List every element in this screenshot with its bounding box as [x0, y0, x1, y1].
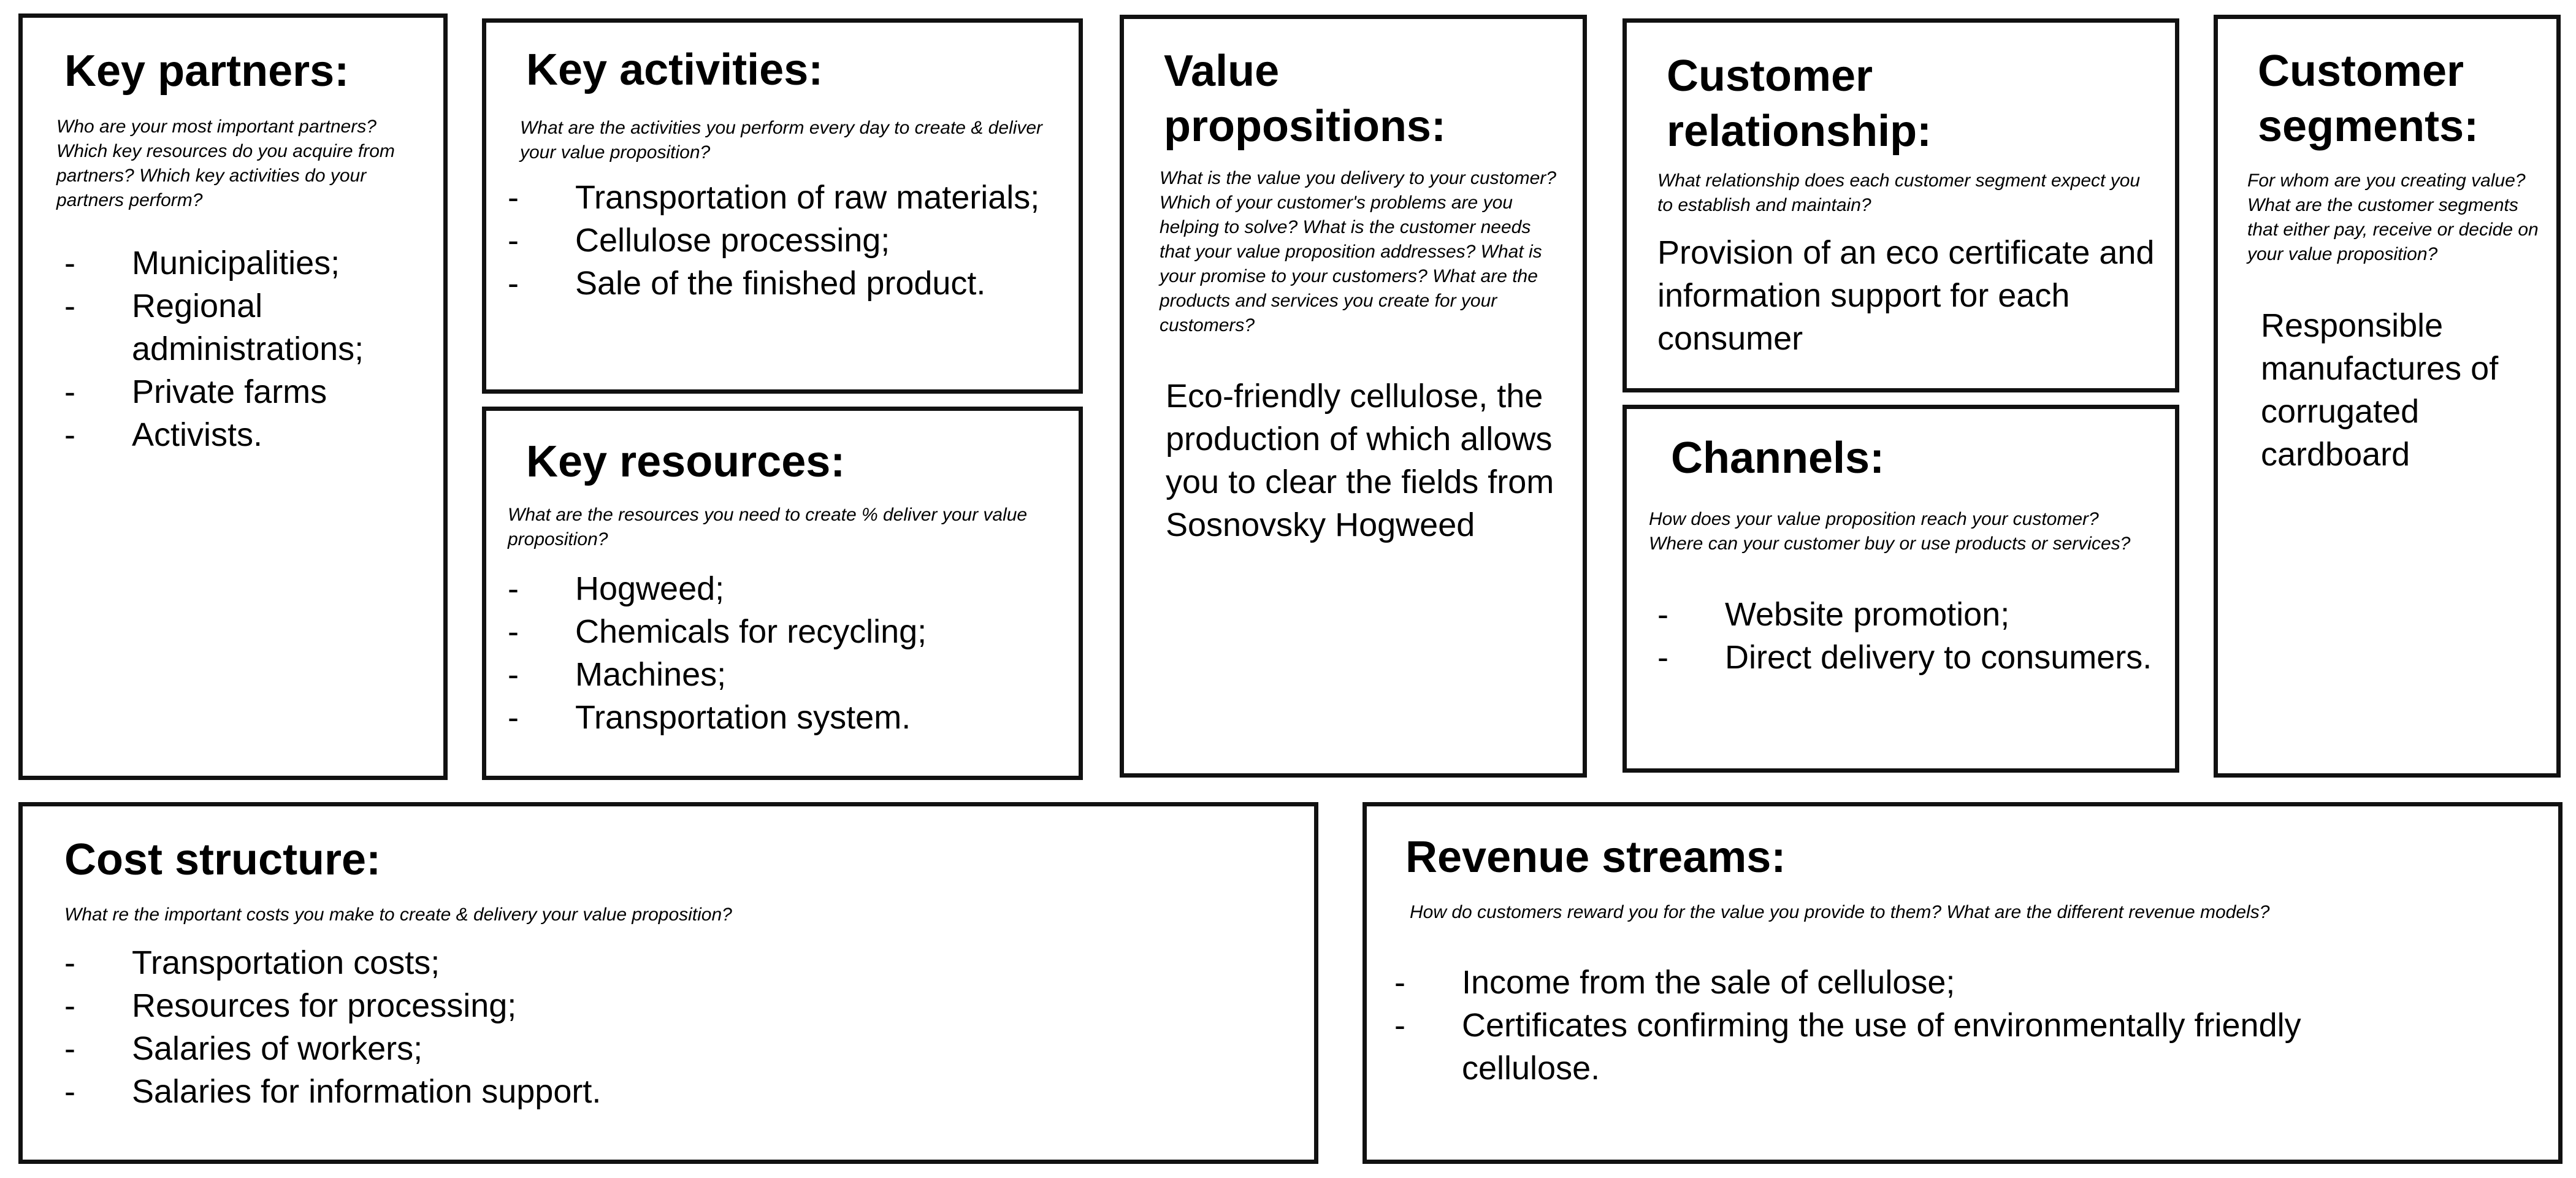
key-resources-block: Key resources: What are the resources yo… — [482, 407, 1083, 780]
customer-segments-title: Customer segments: — [2258, 47, 2479, 151]
channels-list: Website promotion; Direct delivery to co… — [1657, 593, 2160, 679]
customer-segments-text: Responsible manufactures of corrugated c… — [2261, 307, 2499, 473]
channels-question: How does your value proposition reach yo… — [1649, 509, 2131, 554]
key-activities-list: Transportation of raw materials; Cellulo… — [508, 176, 1060, 305]
revenue-streams-title: Revenue streams: — [1405, 833, 1786, 882]
key-resources-item: Chemicals for recycling; — [508, 610, 1060, 653]
key-partners-item: Private farms — [64, 370, 432, 413]
key-partners-item: Activists. — [64, 413, 432, 456]
revenue-streams-list: Income from the sale of cellulose; Certi… — [1394, 961, 2363, 1090]
key-partners-title: Key partners: — [64, 47, 350, 96]
channels-block: Channels: How does your value propositio… — [1622, 405, 2179, 773]
customer-relationship-question: What relationship does each customer seg… — [1657, 170, 2141, 215]
cost-structure-item: Salaries for information support. — [64, 1070, 1229, 1113]
channels-title: Channels: — [1671, 434, 1885, 483]
customer-relationship-title: Customer relationship: — [1667, 52, 1932, 156]
revenue-streams-item: Certificates confirming the use of envir… — [1394, 1004, 2363, 1090]
key-activities-block: Key activities: What are the activities … — [482, 18, 1083, 394]
key-resources-item: Transportation system. — [508, 696, 1060, 739]
cost-structure-item: Salaries of workers; — [64, 1027, 1229, 1070]
revenue-streams-item: Income from the sale of cellulose; — [1394, 961, 2363, 1004]
key-activities-item: Cellulose processing; — [508, 219, 1060, 262]
value-propositions-question: What is the value you delivery to your c… — [1160, 168, 1556, 335]
cost-structure-block: Cost structure: What re the important co… — [18, 802, 1318, 1164]
channels-item: Website promotion; — [1657, 593, 2160, 636]
key-resources-item: Machines; — [508, 653, 1060, 696]
key-resources-list: Hogweed; Chemicals for recycling; Machin… — [508, 567, 1060, 739]
key-partners-question: Who are your most important partners? Wh… — [56, 117, 395, 210]
revenue-streams-block: Revenue streams: How do customers reward… — [1363, 802, 2563, 1164]
key-resources-item: Hogweed; — [508, 567, 1060, 610]
key-partners-item: Municipalities; — [64, 242, 432, 285]
key-resources-title: Key resources: — [526, 437, 846, 486]
key-resources-question: What are the resources you need to creat… — [508, 505, 1028, 549]
customer-relationship-block: Customer relationship: What relationship… — [1622, 18, 2179, 392]
cost-structure-item: Resources for processing; — [64, 984, 1229, 1027]
cost-structure-title: Cost structure: — [64, 835, 381, 884]
key-activities-title: Key activities: — [526, 45, 824, 94]
key-activities-item: Transportation of raw materials; — [508, 176, 1060, 219]
key-partners-list: Municipalities; Regional administrations… — [64, 242, 432, 456]
cost-structure-question: What re the important costs you make to … — [64, 905, 732, 925]
customer-relationship-text: Provision of an eco certificate and info… — [1657, 234, 2155, 357]
value-propositions-block: Value propositions: What is the value yo… — [1120, 15, 1587, 778]
value-propositions-title: Value propositions: — [1164, 47, 1446, 151]
value-propositions-text: Eco-friendly cellulose, the production o… — [1166, 378, 1554, 543]
revenue-streams-question: How do customers reward you for the valu… — [1410, 902, 2270, 922]
channels-item: Direct delivery to consumers. — [1657, 636, 2160, 679]
cost-structure-list: Transportation costs; Resources for proc… — [64, 941, 1229, 1113]
key-partners-block: Key partners: Who are your most importan… — [18, 13, 448, 780]
customer-segments-block: Customer segments: For whom are you crea… — [2214, 15, 2561, 778]
customer-segments-question: For whom are you creating value? What ar… — [2247, 170, 2539, 264]
cost-structure-item: Transportation costs; — [64, 941, 1229, 984]
key-activities-item: Sale of the finished product. — [508, 262, 1060, 305]
key-partners-item: Regional administrations; — [64, 285, 432, 370]
key-activities-question: What are the activities you perform ever… — [520, 118, 1043, 163]
